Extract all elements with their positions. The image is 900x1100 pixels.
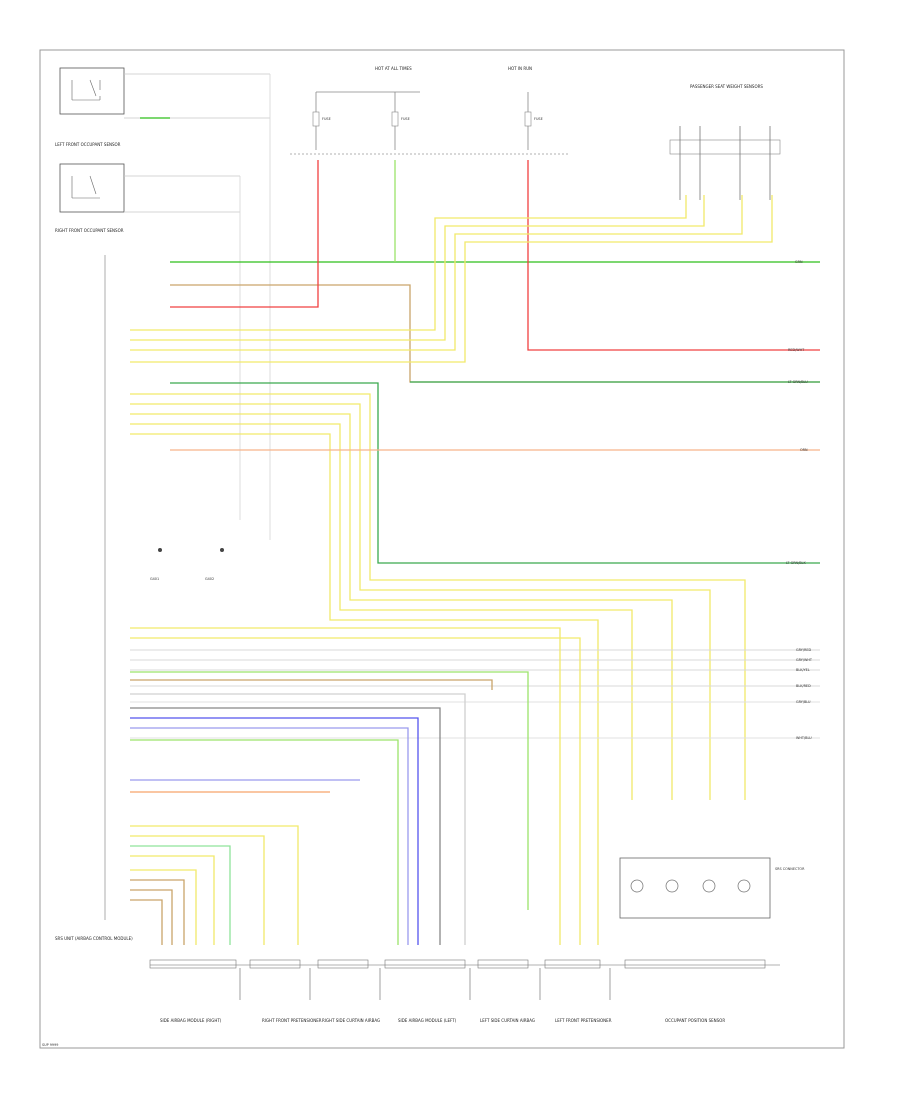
- srs-unit-pin-column: SRS UNIT (AIRBAG CONTROL MODULE): [55, 936, 133, 941]
- occupant-position-sensor-block: SRS CONNECTOR: [619, 857, 805, 919]
- right-label-5: GRY/RED: [796, 648, 811, 652]
- right-label-6: GRY/WHT: [796, 658, 813, 662]
- harness-wires: [104, 160, 820, 945]
- bottom-component-labels: SIDE AIRBAG MODULE (RIGHT) RIGHT FRONT P…: [160, 1018, 725, 1023]
- srs-connector-note: SRS CONNECTOR: [775, 867, 805, 871]
- right-label-9: GRY/BLU: [796, 700, 811, 704]
- component-label-6: OCCUPANT POSITION SENSOR: [665, 1018, 725, 1023]
- ground-label-2: G402: [205, 577, 214, 581]
- component-label-1: RIGHT FRONT PRETENSIONER: [262, 1018, 322, 1023]
- right-label-3: ORN: [800, 448, 808, 452]
- right-label-8: BLK/RED: [796, 684, 811, 688]
- component-label-2: RIGHT SIDE CURTAIN AIRBAG: [322, 1018, 380, 1023]
- fuse-3-label: FUSE: [534, 117, 543, 121]
- fuse-2-label: FUSE: [401, 117, 410, 121]
- left-front-occupant-label: LEFT FRONT OCCUPANT SENSOR: [55, 142, 121, 147]
- component-label-3: SIDE AIRBAG MODULE (LEFT): [398, 1018, 457, 1023]
- right-label-4: LT GRN/BLK: [786, 561, 806, 565]
- right-label-7: BLK/YEL: [796, 668, 810, 672]
- passenger-seat-weight-label: PASSENGER SEAT WEIGHT SENSORS: [690, 84, 763, 89]
- ground-symbols: G401 G402: [150, 548, 224, 581]
- right-label-2: LT GRN/BLU: [788, 380, 808, 384]
- diagram-frame: [39, 49, 845, 1049]
- fuse-1-label: FUSE: [322, 117, 331, 121]
- component-label-5: LEFT FRONT PRETENSIONER: [555, 1018, 612, 1023]
- ground-label-1: G401: [150, 577, 159, 581]
- srs-unit-label: SRS UNIT (AIRBAG CONTROL MODULE): [55, 936, 133, 941]
- right-front-occupant-label: RIGHT FRONT OCCUPANT SENSOR: [55, 228, 124, 233]
- bottom-connectors: [149, 959, 780, 1000]
- component-label-0: SIDE AIRBAG MODULE (RIGHT): [160, 1018, 222, 1023]
- passenger-seat-weight-block: PASSENGER SEAT WEIGHT SENSORS: [669, 84, 781, 200]
- right-label-0: GRN: [795, 260, 803, 264]
- right-front-occupant-sensor: RIGHT FRONT OCCUPANT SENSOR: [55, 163, 240, 233]
- left-front-occupant-sensor: LEFT FRONT OCCUPANT SENSOR: [55, 67, 270, 147]
- component-label-4: LEFT SIDE CURTAIN AIRBAG: [480, 1018, 535, 1023]
- page-code: SUP 9999: [42, 1043, 58, 1047]
- supply-block: HOT AT ALL TIMES HOT IN RUN FUSE FUSE FU…: [290, 66, 570, 155]
- supply-1-title: HOT AT ALL TIMES: [375, 66, 412, 71]
- right-label-10: WHT/BLU: [796, 736, 812, 740]
- right-wire-labels: GRN RED/WHT LT GRN/BLU ORN LT GRN/BLK GR…: [786, 260, 813, 740]
- supply-3-title: HOT IN RUN: [508, 66, 532, 71]
- right-label-1: RED/WHT: [788, 348, 805, 352]
